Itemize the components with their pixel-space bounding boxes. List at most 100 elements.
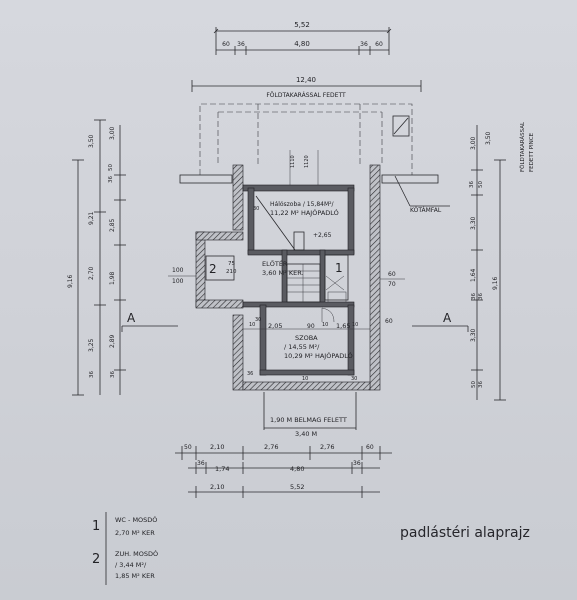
left-dim-9: 3,25 (88, 338, 95, 352)
top-dim-right-b: 36 (360, 41, 368, 48)
legend: 1 WC - MOSDÓ 2,70 M² KER 2 ZUH. MOSDÓ / … (92, 512, 158, 585)
bottom-r1-0: 50 (184, 444, 192, 451)
dim-70: 70 (388, 281, 396, 288)
right-dim-6: 36 (471, 293, 477, 300)
bottom-r1-1: 2,10 (210, 443, 224, 451)
dim-10-c: 10 (352, 322, 358, 328)
dim-210: 210 (226, 269, 237, 275)
dim-30: 30 (253, 206, 259, 212)
dim-10-a: 10 (249, 322, 255, 328)
roof-covered-label: FÖLDTAKARÁSSAL FEDETT (266, 92, 346, 99)
room-dimensions: 30 75 210 100 100 60 70 60 10 2,05 90 10… (168, 206, 405, 382)
left-dim-10: 2,89 (109, 334, 116, 348)
left-dim-6: 2,70 (88, 266, 95, 280)
section-mark-left: A (127, 311, 136, 325)
bottom-r2-2: 4,80 (290, 465, 304, 473)
bottom-r2-0: 36 (197, 460, 205, 467)
left-dim-12: 36 (110, 371, 116, 378)
section-mark-right: A (443, 311, 452, 325)
top-dim-left-b: 36 (237, 41, 245, 48)
left-dim-2: 36 (108, 176, 114, 183)
szoba-line2: 10,29 M² HAJÓPADLÓ (284, 351, 353, 360)
left-dim-0: 3,50 (88, 134, 95, 148)
right-dim-7: 36 (478, 293, 484, 300)
dim-100-a: 100 (172, 267, 184, 274)
dim-30-c: 30 (351, 376, 357, 382)
right-dim-3: 50 (478, 181, 484, 188)
legend-num-1: 1 (92, 519, 100, 534)
belmag-dimension: 1,90 M BELMAG FELETT 3,40 M (263, 392, 357, 438)
dim-10-d: 10 (302, 376, 308, 382)
legend-1-line2: 2,70 M² KER (115, 529, 155, 537)
belmag-label: 1,90 M BELMAG FELETT (270, 416, 347, 424)
section-line: A A (121, 311, 469, 332)
top-dimension-lines: 5,52 60 36 4,80 36 60 12,40 FÖLDTAKARÁSS… (191, 21, 422, 99)
legend-2-line2: / 3,44 M²/ (115, 561, 147, 569)
right-dim-1: 3,00 (470, 136, 477, 150)
bottom-r3-1: 5,52 (290, 483, 304, 491)
dim-36-room: 36 (247, 371, 253, 377)
halo-line1: Hálószoba / 15,84M²/ (270, 201, 335, 208)
left-dim-8: 9,16 (67, 274, 74, 288)
dim-1-65: 1,65 (336, 322, 350, 330)
left-dim-11: 36 (89, 371, 95, 378)
legend-2-line1: ZUH. MOSDÓ (115, 549, 158, 558)
legend-2-line3: 1,85 M² KER (115, 572, 155, 580)
retaining-wall: KÖTÁMFAL (179, 174, 450, 214)
top-dim-right-a: 60 (375, 41, 383, 48)
right-dim-5: 1,64 (470, 268, 477, 282)
dim-10-b: 10 (322, 322, 328, 328)
szoba-name: SZOBA (295, 334, 318, 342)
left-dim-5: 2,85 (109, 218, 116, 232)
walls (195, 164, 381, 391)
bottom-r2-1: 1,74 (215, 465, 229, 473)
dim-1120: 1120 (304, 155, 310, 168)
eloter-name: ELŐTÉR (262, 259, 288, 268)
dim-90: 90 (307, 323, 315, 330)
bottom-r1-2: 2,76 (264, 443, 278, 451)
right-dimensions: 3,50 3,00 36 50 3,30 1,64 36 36 3,30 9,1… (469, 121, 535, 401)
top-dim-mid: 4,80 (294, 40, 310, 48)
right-dim-8: 3,30 (470, 328, 477, 342)
room-labels: Hálószoba / 15,84M²/ 11,22 M² HAJÓPADLÓ … (209, 201, 353, 360)
right-dim-0: 3,50 (485, 131, 492, 145)
legend-1-line1: WC - MOSDÓ (115, 515, 157, 524)
dim-2-05: 2,05 (268, 322, 282, 330)
left-dimensions: 3,50 3,00 36 50 9,21 2,85 2,70 1,98 9,16… (67, 119, 126, 396)
top-overall-dim: 5,52 (294, 21, 310, 29)
right-dim-2: 36 (469, 181, 475, 188)
left-dim-1: 3,00 (109, 126, 116, 140)
left-dim-3: 50 (108, 164, 114, 171)
bottom-r1-3: 2,76 (320, 443, 334, 451)
left-dim-4: 9,21 (88, 211, 95, 225)
belmag-width: 3,40 M (295, 430, 317, 438)
halo-line2: 11,22 M² HAJÓPADLÓ (270, 208, 339, 217)
top-dim-left-a: 60 (222, 41, 230, 48)
dim-60-b: 60 (385, 318, 393, 325)
right-dim-9: 9,16 (492, 276, 499, 290)
right-dim-10: 50 (471, 381, 477, 388)
roof-outline-dashed: 1110 1120 (199, 103, 413, 185)
right-dim-4: 3,30 (470, 216, 477, 230)
dim-60: 60 (388, 271, 396, 278)
sheet-title: padlástéri alaprajz (400, 525, 530, 541)
dim-75: 75 (228, 261, 235, 267)
bottom-r3-0: 2,10 (210, 483, 224, 491)
dim-30-b: 30 (255, 317, 261, 323)
right-covered-1: FÖLDTAKARÁSSAL (519, 121, 526, 172)
level-mark: +2,65 (313, 232, 332, 239)
kotamfal-label: KÖTÁMFAL (410, 207, 442, 214)
right-dim-11: 36 (478, 381, 484, 388)
room-number-2: 2 (209, 262, 217, 276)
legend-num-2: 2 (92, 552, 100, 567)
bottom-r1-4: 60 (366, 444, 374, 451)
szoba-line1: / 14,55 M²/ (284, 343, 320, 351)
dim-100-b: 100 (172, 278, 184, 285)
eloter-area: 3,60 M² KER. (262, 269, 304, 277)
roof-overall-dim: 12,40 (296, 76, 316, 84)
bottom-dimensions: 50 2,10 2,76 2,76 60 36 1,74 4,80 36 2,1… (175, 443, 392, 498)
room-number-1: 1 (335, 261, 343, 275)
left-dim-7: 1,98 (109, 271, 116, 285)
